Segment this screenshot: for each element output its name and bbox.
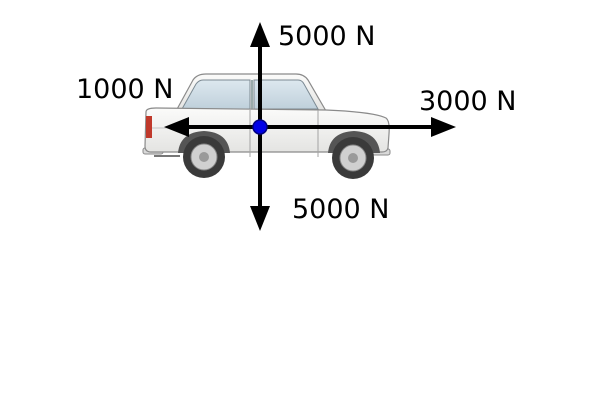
center-of-mass-point [252, 119, 268, 135]
force-right-label: 3000 N [419, 86, 517, 117]
force-down-arrow [250, 127, 270, 231]
force-down-label: 5000 N [292, 194, 390, 225]
force-left-label: 1000 N [76, 74, 174, 105]
rear-wheel [183, 136, 225, 178]
front-wheel [332, 137, 374, 179]
force-up-arrow [250, 22, 270, 127]
front-window [253, 79, 319, 110]
force-right-arrow [260, 117, 456, 137]
rear-window [181, 79, 251, 110]
force-left-arrow [164, 117, 260, 137]
force-up-label: 5000 N [278, 21, 376, 52]
door-line [249, 110, 319, 157]
car-icon [142, 73, 391, 179]
tail-light [146, 116, 152, 138]
